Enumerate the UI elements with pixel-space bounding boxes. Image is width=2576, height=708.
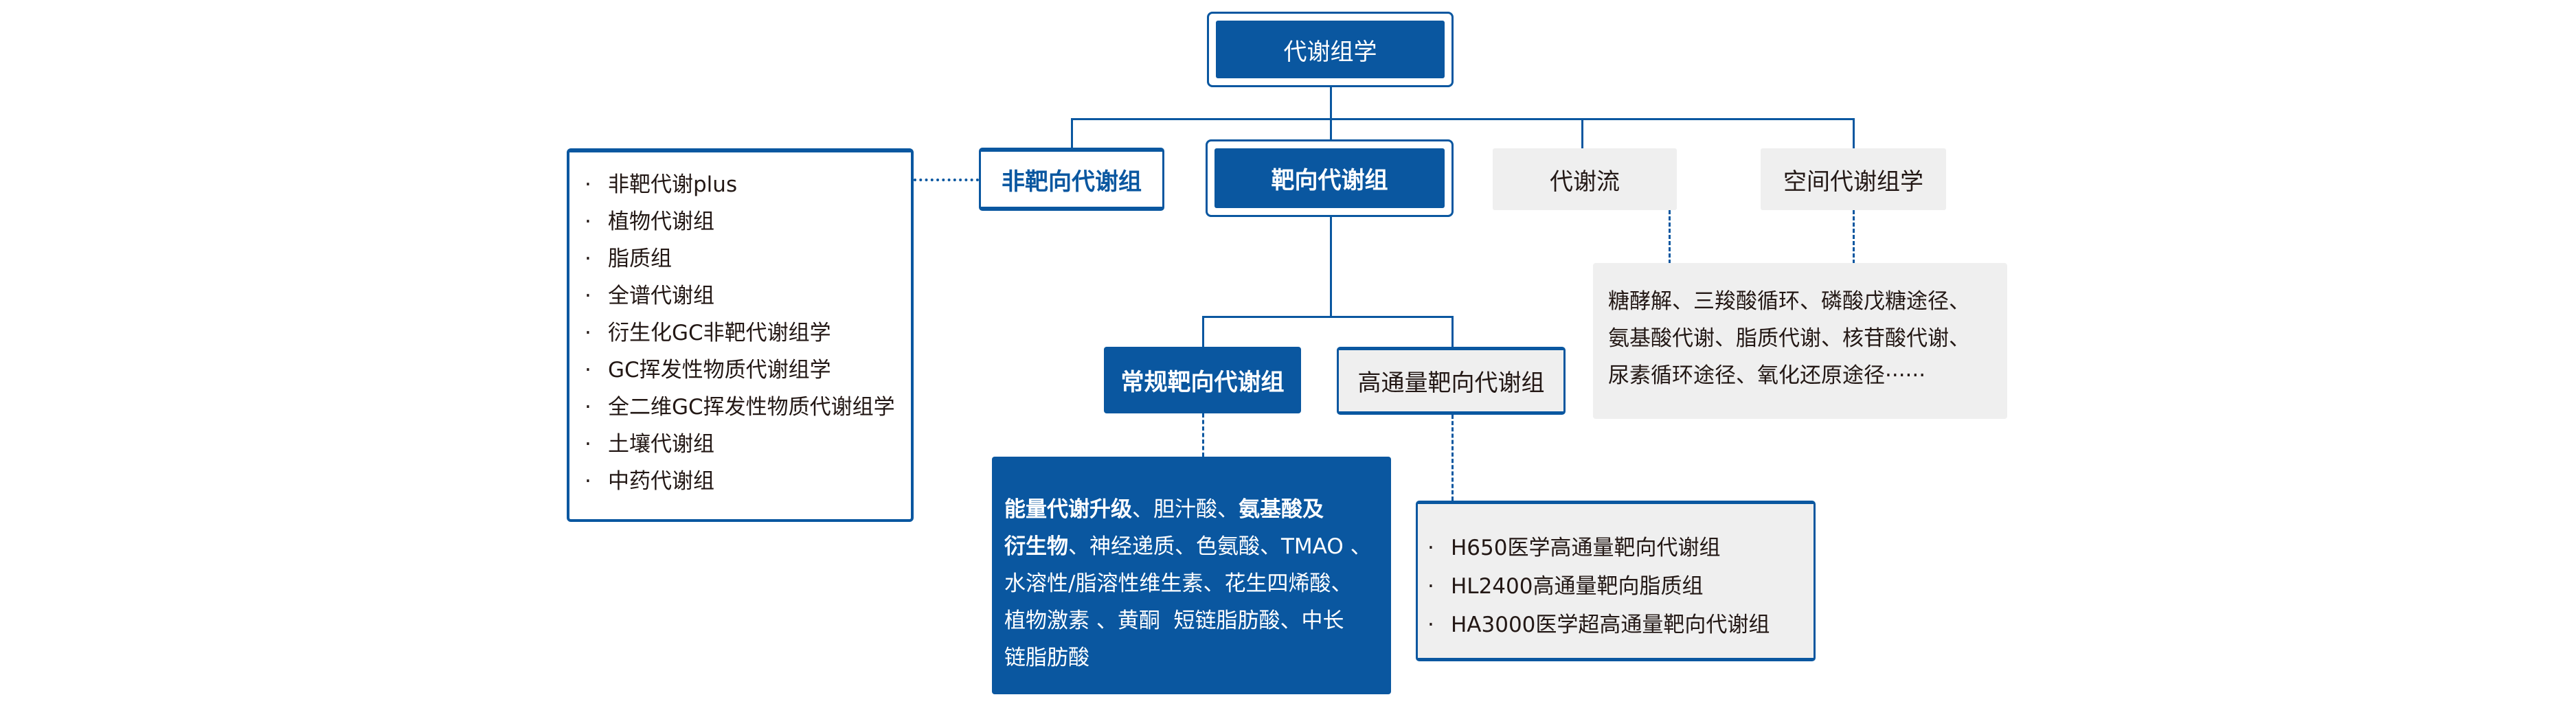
item-text: 水溶性/脂溶性维生素、花生四烯酸、 [1004, 571, 1353, 596]
untargeted-items-panel: 非靶代谢plus 植物代谢组 脂质组 全谱代谢组 衍生化GC非靶代谢组学 GC挥… [567, 148, 914, 522]
list-item: HL2400高通量靶向脂质组 [1427, 567, 1814, 606]
flux-pathway-line: 糖酵解、三羧酸循环、磷酸戊糖途径、 [1608, 289, 1970, 314]
flux-node[interactable]: 代谢流 [1493, 148, 1677, 210]
item-text: 衍生物 [1004, 534, 1068, 559]
list-item: GC挥发性物质代谢组学 [585, 352, 911, 389]
connector [914, 179, 979, 181]
list-item: H650医学高通量靶向代谢组 [1427, 529, 1814, 567]
connector [1330, 87, 1332, 119]
list-item: 植物代谢组 [585, 203, 911, 240]
connector [1581, 118, 1583, 149]
conventional-targeted-node[interactable]: 常规靶向代谢组 [1104, 347, 1301, 413]
connector [1853, 210, 1855, 264]
item-text: 、胆汁酸、 [1132, 497, 1239, 522]
connector [1669, 210, 1671, 264]
high-throughput-targeted-node[interactable]: 高通量靶向代谢组 [1337, 347, 1566, 415]
spatial-node[interactable]: 空间代谢组学 [1761, 148, 1946, 210]
connector [1330, 118, 1332, 141]
item-text: 链脂肪酸 [1004, 646, 1089, 670]
root-node-frame[interactable]: 代谢组学 [1207, 12, 1454, 87]
connector [1071, 118, 1073, 149]
flux-pathway-line: 氨基酸代谢、脂质代谢、核苷酸代谢、 [1608, 326, 1970, 351]
list-item: HA3000医学超高通量靶向代谢组 [1427, 606, 1814, 644]
list-item: 中药代谢组 [585, 463, 911, 500]
list-item: 全谱代谢组 [585, 277, 911, 315]
connector [1202, 413, 1204, 457]
list-item: 衍生化GC非靶代谢组学 [585, 315, 911, 352]
item-text: 氨基酸及 [1239, 497, 1324, 522]
item-text: 能量代谢升级 [1004, 497, 1132, 522]
connector [1202, 316, 1204, 347]
list-item: 全二维GC挥发性物质代谢组学 [585, 389, 911, 426]
high-throughput-items-panel: H650医学高通量靶向代谢组 HL2400高通量靶向脂质组 HA3000医学超高… [1416, 501, 1816, 661]
flux-pathways-panel: 糖酵解、三羧酸循环、磷酸戊糖途径、 氨基酸代谢、脂质代谢、核苷酸代谢、 尿素循环… [1593, 263, 2007, 419]
list-item: 非靶代谢plus [585, 166, 911, 203]
connector [1451, 415, 1454, 501]
flux-pathway-line: 尿素循环途径、氧化还原途径······ [1608, 363, 1926, 388]
connector [1330, 217, 1332, 317]
targeted-node: 靶向代谢组 [1214, 148, 1445, 208]
targeted-node-frame[interactable]: 靶向代谢组 [1206, 139, 1454, 217]
conventional-items-panel: 能量代谢升级、胆汁酸、氨基酸及 衍生物、神经递质、色氨酸、TMAO 、 水溶性/… [992, 457, 1391, 694]
connector [1853, 118, 1855, 149]
connector [1071, 118, 1854, 120]
item-text: 、神经递质、色氨酸、TMAO 、 [1068, 534, 1372, 559]
root-node: 代谢组学 [1216, 21, 1445, 78]
connector [1202, 316, 1452, 318]
list-item: 脂质组 [585, 240, 911, 277]
list-item: 土壤代谢组 [585, 426, 911, 463]
untargeted-node[interactable]: 非靶向代谢组 [979, 148, 1164, 211]
item-text: 植物激素 、黄酮 短链脂肪酸、中长 [1004, 608, 1344, 633]
connector [1451, 316, 1454, 347]
